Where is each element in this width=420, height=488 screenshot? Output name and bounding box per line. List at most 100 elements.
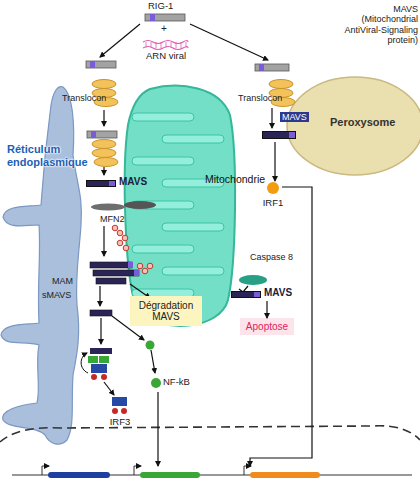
mavs-bar (231, 291, 261, 298)
node-label: IRF1 (258, 198, 288, 209)
mito-crista (162, 135, 224, 143)
organelle-peroxisome: PeroxysomeMAVS (285, 75, 420, 177)
card-domain (90, 61, 95, 68)
promoter-flag (244, 466, 251, 475)
smavs-protein (90, 310, 112, 316)
card-domain (91, 131, 96, 138)
organelle-outline (15, 85, 90, 445)
node-label: MAVS (280, 112, 309, 122)
translocon (269, 80, 293, 89)
viral-rna (143, 41, 188, 44)
phospho-site (101, 374, 107, 380)
mito-crista (132, 113, 194, 121)
node-label: Mitochondrie (205, 173, 265, 185)
card-domain (259, 64, 264, 71)
gene-irf1 (250, 472, 320, 478)
promoter-flag (134, 466, 141, 475)
arrow (151, 350, 155, 373)
mavs-protein: MAVS (86, 176, 148, 190)
rna-rungs (146, 42, 186, 48)
title-note: MAVS (Mitochondrial AntiViral-Signaling … (336, 4, 418, 45)
arrow (99, 286, 100, 306)
mito-membrane (125, 86, 235, 326)
translocon (92, 140, 116, 149)
part-label: Translocon (238, 93, 282, 103)
arrow (190, 24, 268, 60)
translocon (92, 149, 116, 158)
card-domain (150, 14, 155, 21)
mavs-polymer (96, 278, 126, 284)
protein-dot (151, 378, 161, 388)
mavs-protein: MAVS (231, 287, 295, 301)
promoter-flag (42, 466, 49, 475)
organelle-er: Réticulum endoplasmiqueMAVS (15, 85, 90, 445)
node-label: NF-kB (163, 377, 190, 388)
nfkb-protein (146, 341, 155, 350)
part-label: Translocon (62, 93, 106, 103)
traf-protein (99, 356, 109, 363)
arrow (103, 110, 104, 126)
mito-crista (162, 267, 224, 275)
mavs-bar (262, 131, 296, 139)
translocon (92, 80, 116, 89)
part-label: sMAVS (42, 290, 71, 300)
er-membrane (1, 87, 81, 444)
mavs-bar (86, 180, 116, 187)
kinase-protein (91, 364, 107, 373)
mito-crista (132, 157, 194, 165)
peroxisome-membrane (287, 77, 420, 175)
node-label: Dégradation MAVS (130, 296, 202, 326)
arrow (157, 392, 158, 466)
nfkb-protein: NF-kB (151, 376, 197, 390)
arrow (81, 353, 88, 373)
signal-arrow (274, 142, 275, 181)
rig1-protein (145, 14, 185, 21)
gene-nfkb (140, 472, 200, 478)
signal-arrow (266, 301, 267, 318)
dna-strand (12, 474, 412, 475)
mito-crista (132, 245, 194, 253)
phospho-site (91, 374, 97, 380)
arrow (104, 382, 114, 395)
arrow (103, 226, 104, 256)
outcome-box: Apoptose (240, 318, 294, 335)
rig1-protein (87, 131, 117, 138)
phospho-site (121, 408, 127, 414)
arrow (100, 24, 140, 57)
node-label: MAVS (264, 287, 292, 299)
part-label: MFN2 (100, 214, 125, 224)
irf3-dimer (112, 397, 127, 406)
phospho-site (112, 408, 118, 414)
irf1-protein: IRF1 (258, 181, 288, 213)
gene-irf3 (48, 472, 110, 478)
mfn2-protein (91, 204, 125, 211)
mito-crista (132, 201, 194, 209)
mavs-polymer (90, 262, 132, 268)
arrow (100, 318, 101, 344)
node-label: MAVS (119, 176, 147, 188)
part-label: + (161, 23, 167, 35)
arrow (103, 167, 104, 175)
irf3-protein: IRF3 (104, 397, 136, 429)
protein-dot (267, 182, 279, 194)
translocon (94, 158, 118, 167)
part-label: Caspase 8 (250, 252, 293, 262)
part-label: RIG-1 (148, 1, 173, 12)
mavs-protein (90, 348, 112, 354)
rig1-protein (255, 64, 289, 71)
part-label: ARN viral (146, 51, 186, 62)
traf-protein (88, 356, 98, 363)
rig1-protein (86, 61, 116, 68)
part-label: MAM (52, 276, 73, 286)
outcome-box: Dégradation MAVS (130, 296, 202, 326)
caspase8-protein (239, 275, 267, 285)
node-label: Réticulum endoplasmique (7, 143, 81, 168)
node-label: Apoptose (240, 318, 294, 335)
node-label: Peroxysome (330, 116, 395, 129)
arrow (271, 108, 272, 128)
mito-crista (162, 223, 224, 231)
node-label: IRF3 (104, 417, 136, 428)
mavs-protein: MAVS (262, 112, 308, 142)
viral-rna (143, 47, 188, 50)
